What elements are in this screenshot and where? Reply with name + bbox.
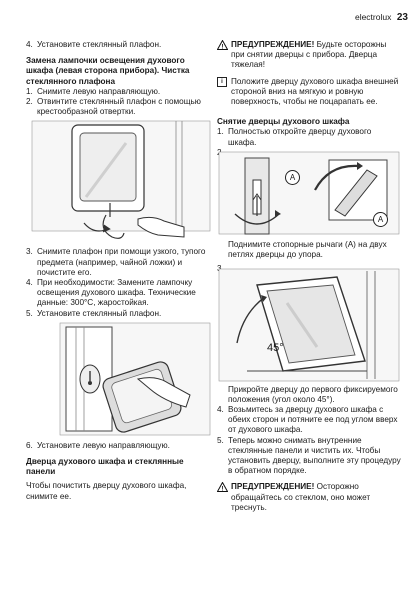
section-door-title: Дверца духового шкафа и стеклянные панел…: [26, 457, 184, 477]
hinge-lever-illustration: A A: [217, 150, 401, 236]
door-45-degree-illustration: 45°: [217, 267, 401, 383]
list-item: 5. Теперь можно снимать внутренние стекл…: [217, 435, 401, 476]
svg-text:!: !: [222, 45, 224, 50]
door-angle-caption: Прикройте дверцу до первого фиксируемого…: [228, 384, 398, 404]
list-item: 3. Снимите плафон при помощи узкого, туп…: [26, 247, 206, 277]
right-column: ! ПРЕДУПРЕЖДЕНИЕ! Будьте осторожны при с…: [216, 39, 401, 517]
brand-name: electrolux: [354, 12, 392, 22]
list-item: 5. Установите стеклянный плафон.: [26, 308, 162, 318]
warning-icon: !: [216, 481, 231, 513]
left-column: 4. Установите стеклянный плафон. Замена …: [26, 40, 214, 502]
warning-icon: !: [216, 39, 231, 71]
list-item: 1. Полностью откройте дверцу духового шк…: [217, 127, 372, 147]
section-door-text: Чтобы почистить дверцу духового шкафа, с…: [26, 481, 187, 501]
page-number: 23: [396, 12, 408, 23]
hinge-caption: Поднимите стопорные рычаги (A) на двух п…: [228, 240, 387, 260]
list-item: 4. При необходимости: Замените лампочку …: [26, 278, 196, 308]
warning-door-heavy: ! ПРЕДУПРЕЖДЕНИЕ! Будьте осторожны при с…: [216, 39, 401, 71]
lever-label-a-detail: A: [373, 212, 388, 228]
svg-text:!: !: [222, 487, 224, 492]
lamp-cover-install-illustration: [26, 321, 214, 439]
list-item: 1. Снимите левую направляющую.: [26, 86, 161, 96]
list-item: 2. Отвинтите стеклянный плафон с помощью…: [26, 97, 201, 117]
page-header: electrolux 23: [355, 12, 408, 23]
info-icon: i: [217, 76, 231, 108]
list-item: 4. Возьмитесь за дверцу духового шкафа с…: [217, 405, 398, 435]
angle-label: 45°: [267, 341, 284, 354]
warning-glass-fragile: ! ПРЕДУПРЕЖДЕНИЕ! Осторожно обращайтесь …: [216, 481, 401, 513]
section-remove-door-title: Снятие дверцы духового шкафа: [217, 117, 350, 127]
section-lamp-title: Замена лампочки освещения духового шкафа…: [26, 56, 190, 86]
lamp-cover-unscrew-illustration: [26, 119, 214, 245]
step-4-top: 4. Установите стеклянный плафон.: [26, 40, 162, 49]
note-door-soft-surface: i Положите дверцу духового шкафа внешней…: [217, 76, 401, 108]
lever-label-a: A: [285, 170, 300, 186]
list-item: 6. Установите левую направляющую.: [26, 440, 170, 450]
